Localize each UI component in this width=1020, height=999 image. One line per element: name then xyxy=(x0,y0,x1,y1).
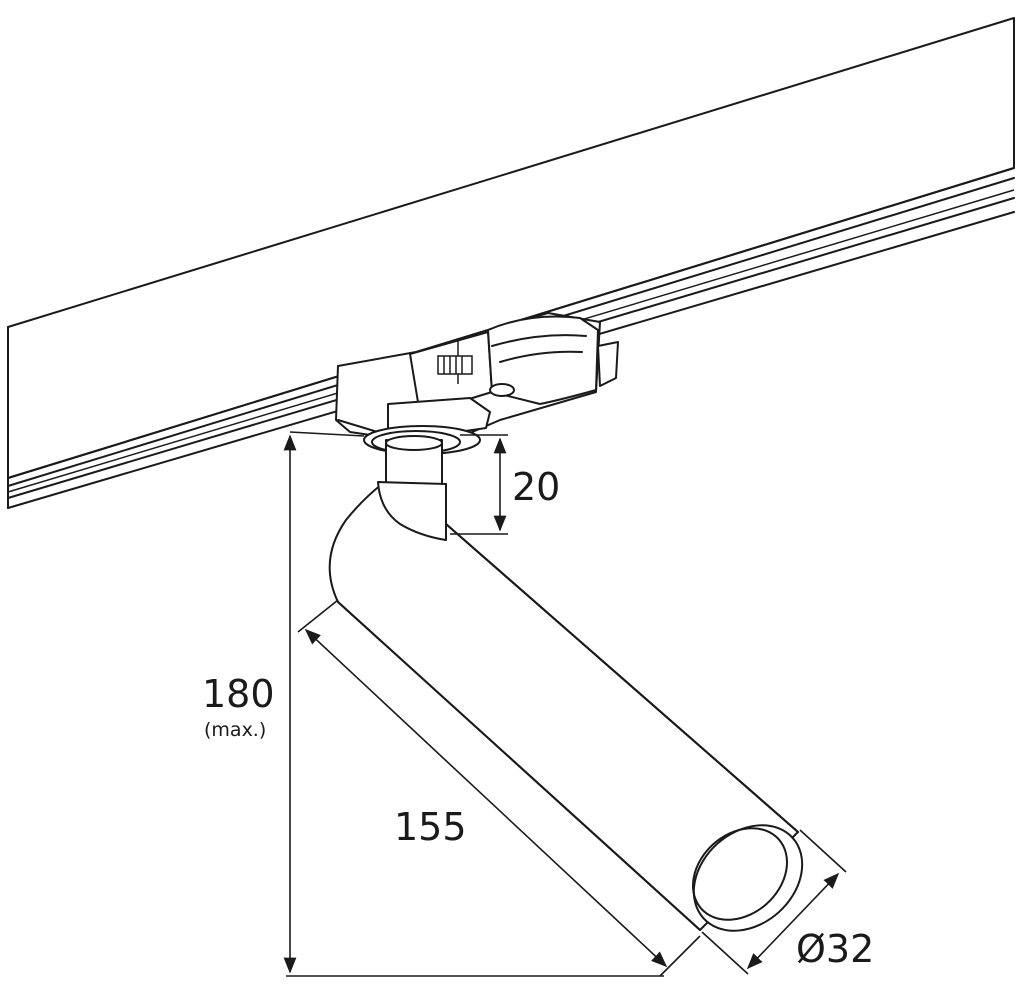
stem xyxy=(385,435,443,485)
height-dimension: 180 (max.) xyxy=(202,431,664,977)
height-note: (max.) xyxy=(204,719,266,741)
stem-dimension: 20 xyxy=(450,434,560,535)
length-label: 155 xyxy=(394,805,467,849)
stem-label: 20 xyxy=(512,465,560,509)
diameter-dimension: Ø32 xyxy=(701,829,874,975)
track-rail xyxy=(7,17,1015,509)
length-dimension: 155 xyxy=(297,599,701,977)
height-label: 180 xyxy=(202,672,275,716)
diameter-label: Ø32 xyxy=(796,927,874,971)
